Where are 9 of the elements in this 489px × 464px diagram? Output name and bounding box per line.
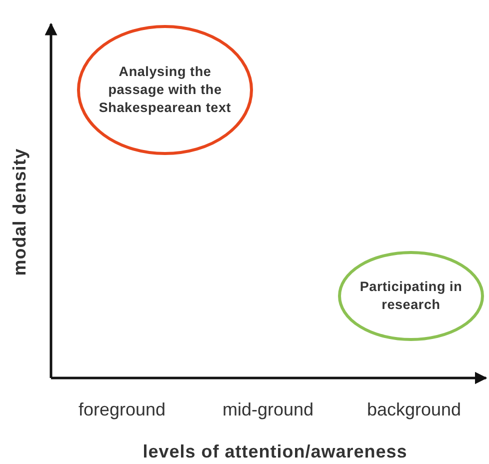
- axis-tick-label: foreground: [78, 400, 166, 420]
- node-label: Participating in research: [358, 278, 464, 314]
- axis-title: levels of attention/awareness: [142, 442, 408, 462]
- axis-tick-label: background: [366, 400, 462, 420]
- ellipse-node: [77, 25, 253, 155]
- node-label: Analysing the passage with the Shakespearean text: [98, 63, 232, 117]
- axis-tick-label: mid-ground: [222, 400, 314, 420]
- ellipse-node: [338, 251, 484, 341]
- axis-title: modal density: [10, 148, 30, 276]
